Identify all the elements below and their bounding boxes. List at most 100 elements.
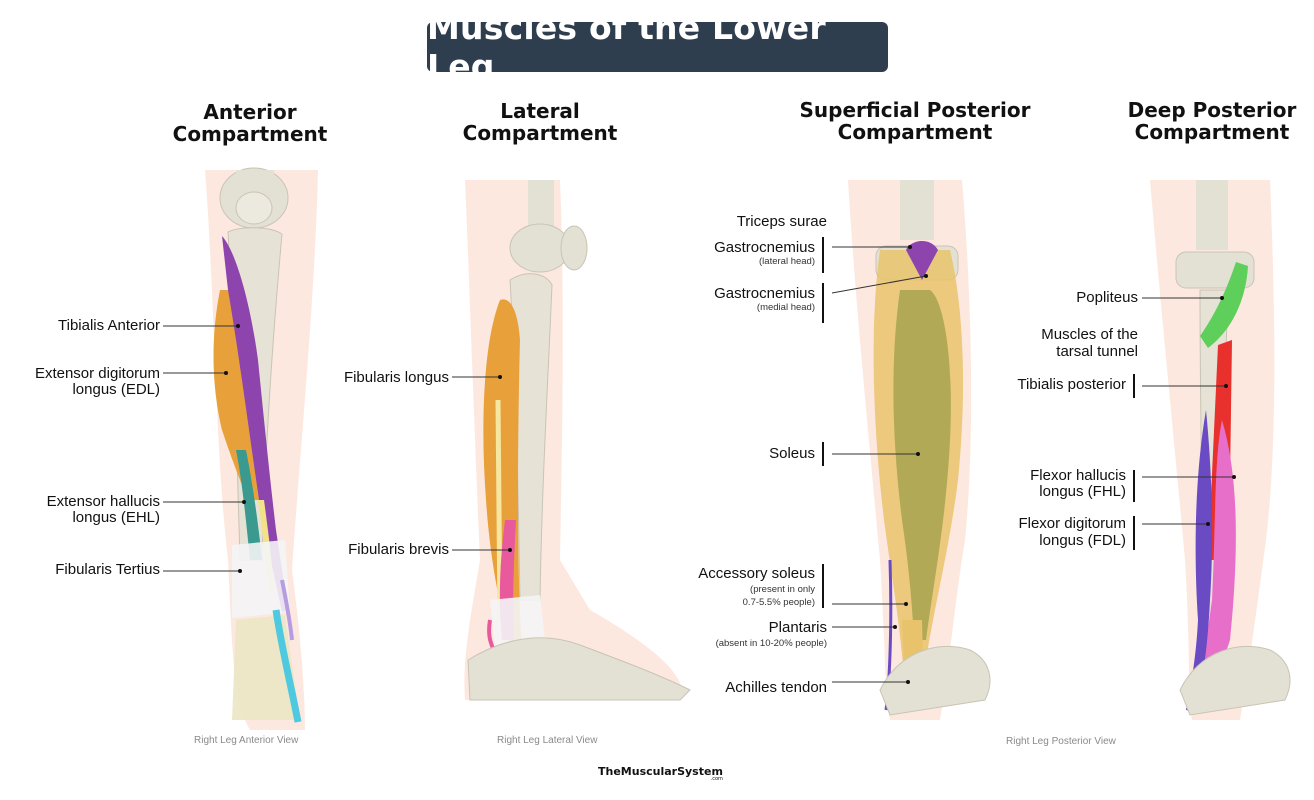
anterior-patella (235, 191, 273, 225)
label-tibialis-posterior: Tibialis posterior (1017, 376, 1126, 393)
title-banner: Muscles of the Lower Leg (427, 8, 888, 86)
label-fhl-line1: Flexor hallucis (1030, 467, 1126, 484)
lateral-foot-bones (467, 637, 691, 701)
leader-dot-tibialis-anterior (236, 324, 240, 328)
heading-anterior-line2: Compartment (172, 122, 328, 146)
bracket-gastroc-lateral (822, 237, 824, 273)
lateral-leg-figure (464, 180, 691, 701)
label-plantaris: Plantaris (768, 619, 827, 636)
leader-dot-gastroc-lateral (908, 245, 912, 249)
label-soleus: Soleus (769, 445, 815, 462)
heading-superficial-posterior: Superficial Posterior Compartment (780, 99, 1050, 143)
bracket-fhl (1133, 470, 1135, 502)
anterior-retinaculum (232, 540, 290, 618)
leader-dot-fdl (1206, 522, 1210, 526)
leader-dot-ehl (242, 500, 246, 504)
anterior-cyan-tendon (272, 609, 302, 723)
label-fdl-line1: Flexor digitorum (1018, 515, 1126, 532)
label-triceps-surae: Triceps surae (736, 213, 827, 230)
bracket-accessory-soleus (822, 564, 824, 608)
label-ehl-line2: longus (EHL) (72, 509, 160, 526)
anterior-tibialis-anterior-muscle (222, 236, 288, 612)
sp-femur (900, 180, 934, 240)
sp-soleus (893, 290, 951, 640)
leader-dot-gastroc-medial (924, 274, 928, 278)
heading-superficial-posterior-line1: Superficial Posterior (799, 98, 1031, 122)
lateral-retinaculum (490, 595, 545, 650)
lateral-fibula-stripe (495, 399, 503, 621)
heading-deep-posterior: Deep Posterior Compartment (1122, 99, 1302, 143)
lateral-patella (560, 225, 588, 271)
superficial-posterior-leg-figure (848, 180, 991, 720)
caption-anterior: Right Leg Anterior View (194, 735, 299, 746)
bracket-tibialis-posterior (1133, 374, 1135, 398)
label-ehl-line1: Extensor hallucis (46, 493, 160, 510)
dp-fdl (1186, 410, 1213, 712)
anterior-leg-figure (205, 167, 318, 730)
label-fibularis-longus: Fibularis longus (343, 369, 449, 386)
leader-dot-fhl (1232, 475, 1236, 479)
label-gastroc-medial: Gastrocnemius (714, 285, 815, 302)
bracket-gastroc-medial (822, 283, 824, 323)
heading-lateral-line1: Lateral (500, 99, 580, 123)
anterior-edl-muscle (213, 290, 262, 500)
heading-anterior-line1: Anterior (203, 100, 297, 124)
caption-posterior: Right Leg Posterior View (1006, 736, 1116, 747)
label-tarsal-line1: Muscles of the (1041, 326, 1138, 343)
brand-name: TheMuscularSystem (598, 765, 723, 778)
heading-deep-posterior-line2: Compartment (1134, 120, 1290, 144)
heading-superficial-posterior-line2: Compartment (837, 120, 993, 144)
sp-gastroc-lateral-purple (906, 240, 938, 280)
label-accessory-soleus-sub2: 0.7-5.5% people) (742, 597, 815, 608)
label-achilles: Achilles tendon (725, 679, 827, 696)
leader-dot-fibularis-tertius (238, 569, 242, 573)
label-edl-line1: Extensor digitorum (34, 365, 160, 382)
label-fhl-line2: longus (FHL) (1039, 483, 1126, 500)
anterior-purple-tendon (280, 579, 294, 641)
anterior-femur-shaft (236, 170, 274, 190)
leader-dot-soleus (916, 452, 920, 456)
leader-dot-accessory-soleus (904, 602, 908, 606)
label-plantaris-sub: (absent in 10-20% people) (715, 638, 827, 649)
leader-dots (224, 245, 1236, 684)
leader-dot-fibularis-longus (498, 375, 502, 379)
leader-dot-edl (224, 371, 228, 375)
leader-dot-plantaris (893, 625, 897, 629)
bracket-soleus (822, 442, 824, 466)
dp-fhl (1198, 420, 1236, 700)
label-gastroc-lateral-sub: (lateral head) (759, 256, 815, 267)
heading-deep-posterior-line1: Deep Posterior (1127, 98, 1297, 122)
leader-dot-fibularis-brevis (508, 548, 512, 552)
leader-dot-popliteus (1220, 296, 1224, 300)
heading-anterior: Anterior Compartment (160, 101, 340, 145)
deep-posterior-leg-figure (1150, 180, 1291, 720)
leader-dot-tibialis-posterior (1224, 384, 1228, 388)
label-tibialis-anterior: Tibialis Anterior (58, 317, 160, 334)
label-popliteus: Popliteus (1076, 289, 1138, 306)
label-tarsal-line2: tarsal tunnel (1056, 343, 1138, 360)
label-fdl-line2: longus (FDL) (1039, 532, 1126, 549)
caption-lateral: Right Leg Lateral View (497, 735, 598, 746)
label-fibularis-tertius: Fibularis Tertius (55, 561, 160, 578)
anterior-ehl-muscle (236, 450, 262, 560)
page-title: Muscles of the Lower Leg (427, 8, 826, 86)
heading-lateral: Lateral Compartment (450, 100, 630, 144)
label-accessory-soleus: Accessory soleus (698, 565, 815, 582)
label-edl-line2: longus (EDL) (72, 381, 160, 398)
dp-popliteus (1200, 262, 1248, 348)
sp-foot-bones (879, 645, 991, 716)
label-gastroc-lateral: Gastrocnemius (714, 239, 815, 256)
brand-suffix: .com (710, 776, 723, 782)
leader-gastroc-medial (831, 275, 927, 294)
heading-lateral-line2: Compartment (462, 121, 618, 145)
leader-lines (163, 246, 1234, 683)
label-fibularis-brevis: Fibularis brevis (348, 541, 449, 558)
brand-logo: TheMuscularSystem .com (598, 765, 723, 782)
dp-femur (1196, 180, 1228, 250)
label-gastroc-medial-sub: (medial head) (756, 302, 815, 313)
bracket-fdl (1133, 516, 1135, 550)
leader-dot-achilles (906, 680, 910, 684)
label-accessory-soleus-sub1: (present in only (750, 584, 815, 595)
dp-foot-bones (1179, 645, 1291, 716)
